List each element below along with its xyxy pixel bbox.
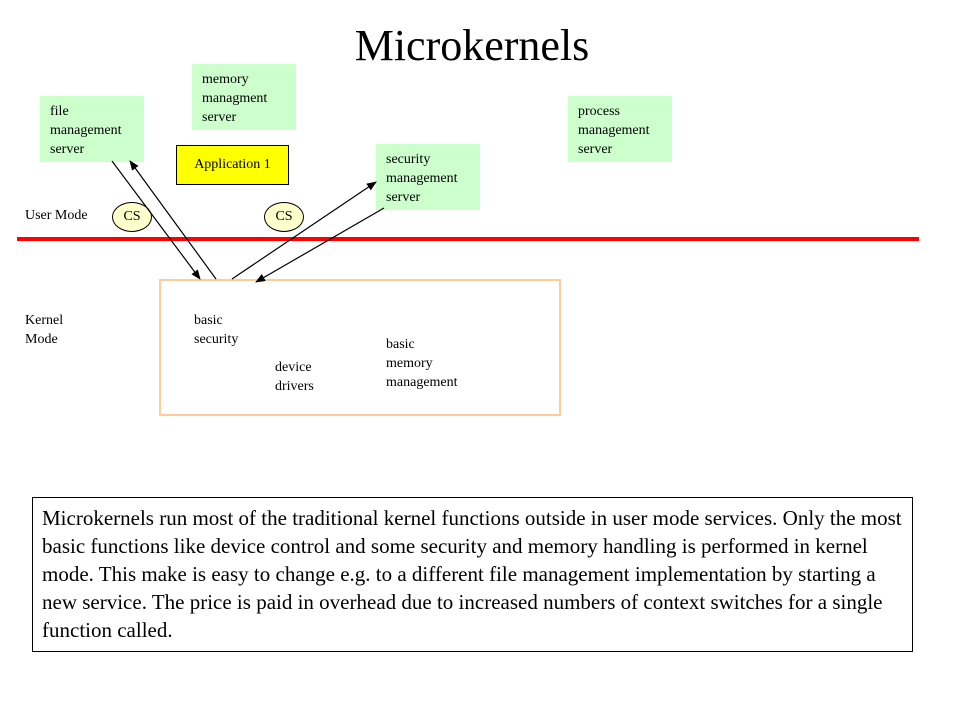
arrow-kernel-to-security-server	[231, 181, 377, 280]
device-drivers-label: device drivers	[275, 360, 314, 394]
file-management-server: file management server	[40, 96, 144, 162]
basic-memory-management-label: basic memory management	[386, 337, 458, 390]
application-box: Application 1	[176, 145, 289, 185]
mode-divider-line	[17, 237, 919, 241]
security-management-server: security management server	[376, 144, 480, 210]
slide-title: Microkernels	[354, 21, 590, 70]
description-text-box: Microkernels run most of the traditional…	[32, 497, 913, 652]
memory-management-server: memory managment server	[192, 64, 296, 130]
context-switch-right: CS	[264, 202, 304, 232]
kernel-mode-label: Kernel Mode	[25, 313, 64, 347]
basic-security-label: basic security	[194, 313, 239, 347]
process-management-server: process management server	[568, 96, 672, 162]
user-mode-label: User Mode	[25, 208, 88, 223]
context-switch-left: CS	[112, 202, 152, 232]
